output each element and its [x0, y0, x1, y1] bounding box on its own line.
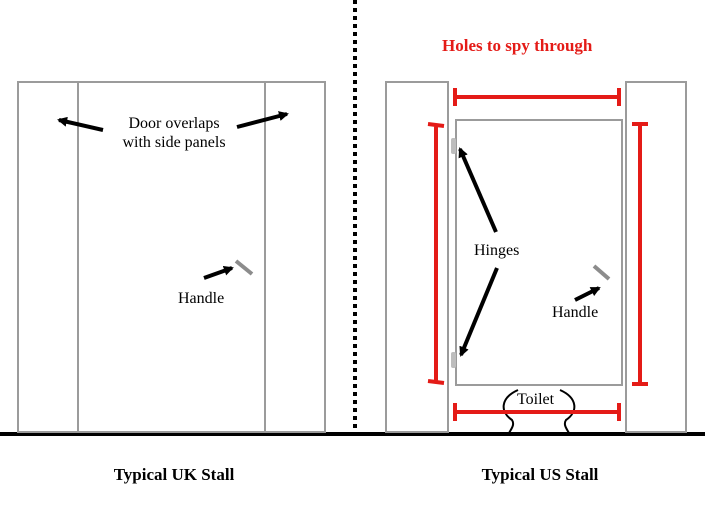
- uk-left-side-panel: [17, 81, 79, 433]
- us-top-hinge-icon: [451, 138, 456, 154]
- toilet-label: Toilet: [517, 391, 555, 408]
- us-bottom-hinge-icon: [451, 352, 456, 368]
- uk-stall: [17, 81, 326, 433]
- spy-hole-markers: [427, 88, 648, 421]
- uk-overlap-label-line2: with side panels: [122, 134, 226, 151]
- us-door: [455, 119, 623, 386]
- uk-right-arrow: [236, 111, 289, 129]
- gap-bottom-marker: [453, 403, 621, 421]
- uk-handle-icon: [234, 259, 254, 276]
- us-handle-label: Handle: [552, 304, 599, 321]
- us-left-side-panel: [385, 81, 449, 433]
- uk-overlap-label: Door overlaps with side panels: [108, 114, 240, 152]
- gap-left-marker: [427, 122, 445, 385]
- us-right-side-panel: [625, 81, 687, 433]
- us-hinges-label: Hinges: [474, 242, 520, 259]
- us-stall-title: Typical US Stall: [481, 465, 599, 484]
- gap-top-marker: [453, 88, 621, 106]
- gap-right-marker: [632, 122, 648, 386]
- uk-handle-label: Handle: [178, 290, 225, 307]
- us-hinge-arrow-up: [458, 147, 498, 233]
- us-handle-arrow: [574, 286, 601, 302]
- us-stall: [385, 81, 687, 437]
- us-hinge-arrow-down: [459, 267, 499, 357]
- toilet-icon: [502, 389, 576, 437]
- uk-overlap-label-line1: Door overlaps: [128, 115, 220, 132]
- uk-stall-title: Typical UK Stall: [113, 465, 235, 484]
- holes-label: Holes to spy through: [442, 36, 593, 55]
- us-handle-icon: [592, 264, 611, 281]
- uk-handle-arrow: [203, 265, 234, 280]
- uk-left-arrow: [57, 116, 104, 132]
- uk-right-side-panel: [264, 81, 326, 433]
